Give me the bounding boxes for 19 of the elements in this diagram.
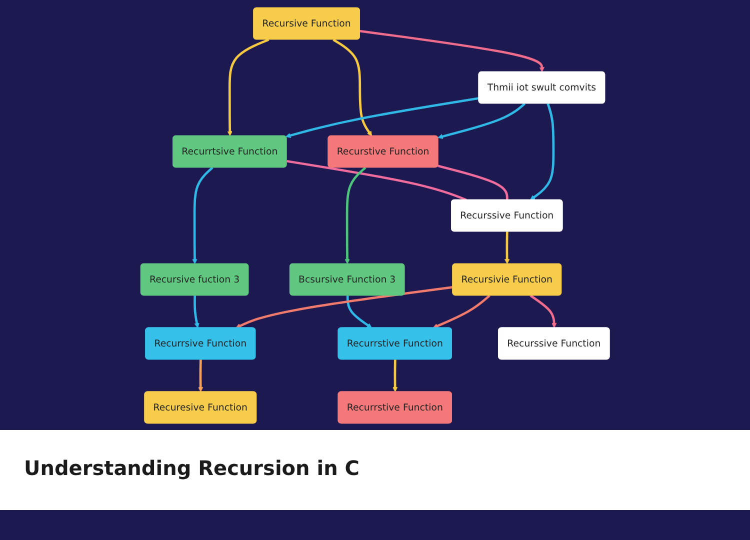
- arrow: [198, 359, 204, 392]
- arrow: [344, 166, 366, 264]
- arrow: [236, 286, 453, 328]
- connector: [438, 164, 508, 200]
- connector: [286, 159, 467, 201]
- arrow: [285, 96, 479, 138]
- arrow: [392, 359, 398, 392]
- arrow: [504, 231, 510, 264]
- arrow: [432, 294, 490, 328]
- title: Understanding Recursion in C: [24, 456, 360, 480]
- arrow: [360, 29, 544, 72]
- arrow: [193, 295, 200, 328]
- arrow: [346, 295, 372, 328]
- arrow: [530, 102, 555, 200]
- arrow: [438, 102, 526, 138]
- arrow: [530, 294, 557, 328]
- arrow: [227, 38, 270, 136]
- arrow: [192, 166, 214, 264]
- arrow: [332, 38, 372, 136]
